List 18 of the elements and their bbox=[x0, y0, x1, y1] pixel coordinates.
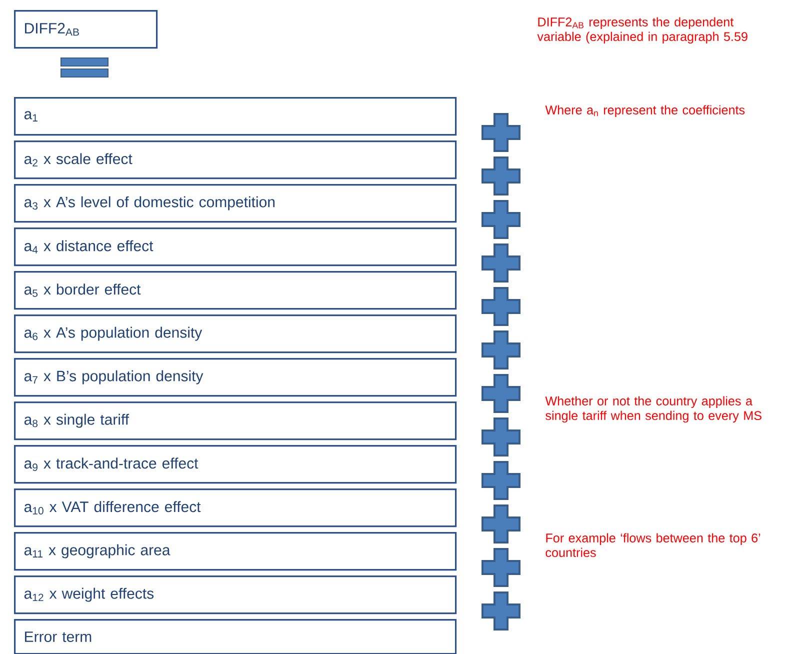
term-box: a$_{5}$ x border effect bbox=[14, 271, 457, 310]
term-box: a$_{8}$ x single tariff bbox=[14, 402, 457, 440]
term-box: a$_{7}$ x B’s population density bbox=[14, 358, 457, 397]
term-box: a$_{3}$ x A’s level of domestic competition bbox=[14, 184, 457, 223]
term-box: a$_{10}$ x VAT difference effect bbox=[14, 488, 457, 528]
term-box: a$_{6}$ x A’s population density bbox=[14, 314, 457, 354]
term-box: a$_{9}$ x track-and-trace effect bbox=[14, 445, 457, 484]
note-text: For example ‘flows between the top 6’ countries bbox=[546, 533, 760, 558]
term-box: a$_{4}$ x distance effect bbox=[14, 228, 457, 266]
term-box: Error term bbox=[14, 619, 457, 654]
term-box: a$_{2}$ x scale effect bbox=[14, 140, 457, 180]
note-text: DIFF2$_{AB}$ represents the dependent variable (explained in paragraph 5.59 bbox=[537, 17, 748, 44]
note-text: Whether or not the country applies a single tariff when sending to every MS bbox=[545, 396, 762, 423]
term-box: DIFF2$_{AB}$ bbox=[14, 10, 158, 49]
term-box: a$_{11}$ x geographic area bbox=[14, 532, 457, 571]
note-text: Where a$_{n}$ represent the coefficients bbox=[545, 105, 745, 117]
term-box: a$_{1}$ bbox=[14, 97, 457, 136]
term-box: a$_{12}$ x weight effects bbox=[14, 576, 457, 614]
